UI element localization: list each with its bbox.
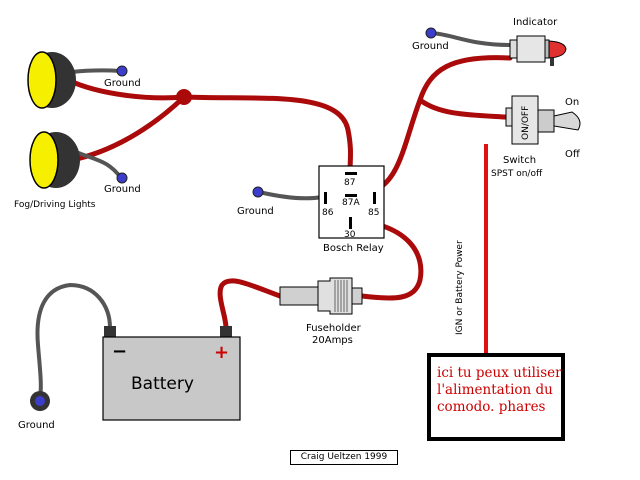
ground-label-relay: Ground — [237, 206, 274, 217]
fog-lamp-bottom — [29, 131, 80, 189]
battery — [102, 326, 241, 421]
fuseholder — [279, 277, 363, 315]
ground-dot-lamp2 — [116, 172, 128, 184]
fuse-label: Fuseholder — [306, 323, 362, 334]
ground-dot-lamp1 — [116, 65, 128, 77]
splice-node — [176, 89, 192, 105]
lights-label: Fog/Driving Lights — [14, 200, 96, 210]
wire-85 — [372, 55, 513, 193]
relay-pin-87: 87 — [344, 178, 355, 188]
wire-87 — [181, 94, 353, 175]
ground-wire-battery — [35, 282, 112, 400]
battery-label: Battery — [131, 374, 194, 394]
ground-label-indicator: Ground — [412, 41, 449, 52]
battery-neg-sign: − — [112, 341, 127, 362]
spst-switch: ON/OFF — [505, 95, 581, 145]
credit-label: Craig Ueltzen 1999 — [290, 450, 398, 465]
switch-off-label: Off — [565, 149, 581, 160]
ign-label: IGN or Battery Power — [455, 240, 465, 335]
ground-label-lamp2: Ground — [104, 184, 141, 195]
wire-switch — [417, 97, 509, 120]
switch-label: Switch — [503, 155, 536, 166]
switch-toggle — [553, 111, 581, 131]
relay-pin-30: 30 — [344, 230, 356, 240]
fuse-rating-label: 20Amps — [312, 335, 353, 346]
annotation-box: ici tu peux utiliser l'alimentation du c… — [427, 353, 565, 441]
note-line-3: comodo. phares — [437, 399, 546, 415]
relay-pin-87a: 87A — [342, 198, 360, 208]
ground-wire-lamp1 — [70, 68, 123, 74]
relay-label: Bosch Relay — [323, 243, 384, 254]
ground-wire-lamp2 — [74, 150, 123, 180]
ground-dot-battery — [30, 391, 50, 411]
indicator-label: Indicator — [513, 17, 558, 28]
wire-battery-pos — [217, 278, 283, 331]
indicator-lamp — [509, 35, 567, 66]
fog-lamp-top — [27, 51, 76, 109]
ground-dot-indicator — [425, 27, 437, 39]
switch-on-label: On — [565, 97, 579, 108]
battery-pos-sign: + — [214, 342, 229, 363]
relay-pin-85: 85 — [368, 208, 379, 218]
battery-neg-terminal — [104, 326, 116, 338]
switch-face-label: ON/OFF — [521, 106, 531, 140]
wire-lamp1 — [65, 77, 187, 101]
ground-wire-indicator — [430, 31, 512, 47]
ground-dot-relay — [252, 186, 264, 198]
note-line-2: l'alimentation du — [437, 382, 553, 398]
note-line-1: ici tu peux utiliser — [437, 365, 562, 381]
wire-30 — [349, 217, 424, 301]
ground-wire-relay — [257, 190, 324, 201]
lamp-lens-top — [27, 51, 57, 109]
relay — [318, 165, 385, 239]
relay-pin-86: 86 — [322, 208, 334, 218]
ground-label-battery: Ground — [18, 420, 55, 431]
switch-type-label: SPST on/off — [491, 169, 543, 179]
ground-wires — [35, 31, 512, 400]
lamp-lens-bottom — [29, 131, 59, 189]
ground-label-lamp1: Ground — [104, 78, 141, 89]
wire-lamp2 — [69, 94, 187, 163]
battery-pos-terminal — [220, 326, 232, 338]
